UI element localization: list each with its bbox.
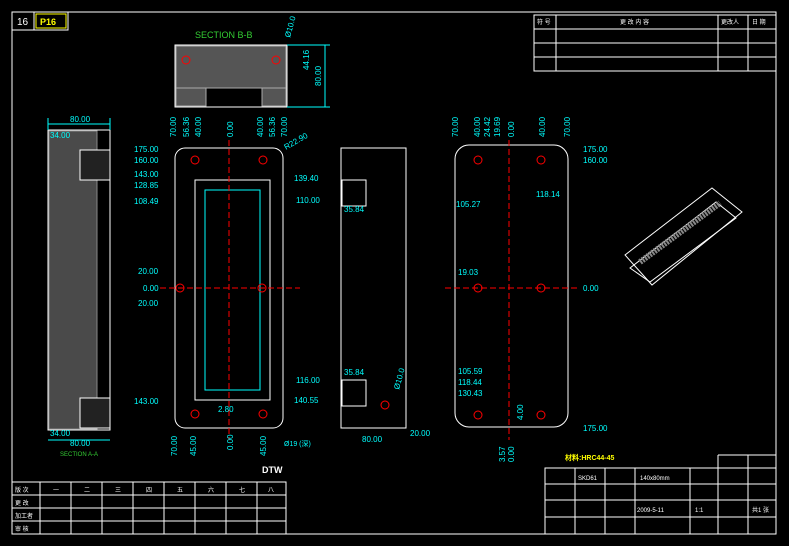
cavity-view: 70.00 40.00 24.42 19.69 0.00 40.00 70.00… bbox=[445, 116, 608, 462]
cavity-left-dim-0: 105.27 bbox=[456, 200, 481, 209]
front-right-dim-4: 140.55 bbox=[294, 396, 319, 405]
cavity-bottom-dim-2: 4.00 bbox=[516, 404, 525, 420]
section-bb-label: SECTION B-B bbox=[195, 30, 253, 40]
sheet-frame bbox=[11, 11, 777, 535]
front-left-dim-4: 108.49 bbox=[134, 197, 159, 206]
cavity-bottom-dim-0: 3.57 bbox=[498, 446, 507, 462]
front-left-dim-2: 143.00 bbox=[134, 170, 159, 179]
front-bottom-dim-2: 0.00 bbox=[226, 434, 235, 450]
col-6: 七 bbox=[239, 486, 245, 494]
section-aa-top-dim: 80.00 bbox=[70, 115, 91, 124]
front-bottom-dim-1: 45.00 bbox=[189, 435, 198, 456]
material-note: 材料:HRC44-45 bbox=[564, 453, 615, 462]
sheet-code: P16 bbox=[40, 17, 56, 27]
title-name: 140x80mm bbox=[640, 476, 670, 482]
cavity-right-dim-3: 0.00 bbox=[583, 284, 599, 293]
title-date: 2009-5-11 bbox=[637, 508, 665, 514]
cavity-left-dim-3: 118.44 bbox=[458, 378, 482, 387]
sheet-number: 16 bbox=[17, 17, 29, 28]
side-dim-1: 35.84 bbox=[344, 368, 365, 377]
rev-header-person: 更改人 bbox=[721, 18, 739, 26]
cavity-top-dim-5: 40.00 bbox=[538, 116, 547, 137]
cavity-bottom-dim-1: 0.00 bbox=[507, 446, 516, 462]
front-left-dim-3: 128.85 bbox=[134, 181, 159, 190]
front-top-dim-1: 56.36 bbox=[182, 116, 191, 137]
section-aa-bottom-dim: 80.00 bbox=[70, 439, 91, 448]
cavity-top-dim-1: 40.00 bbox=[473, 116, 482, 137]
front-top-dim-0: 70.00 bbox=[169, 116, 178, 137]
row-label-0: 版 次 bbox=[15, 486, 29, 494]
front-left-dim-0: 175.00 bbox=[134, 145, 159, 154]
col-7: 八 bbox=[268, 487, 274, 494]
section-bb-diameter: Ø10.0 bbox=[283, 15, 297, 39]
side-dim-0: 35.84 bbox=[344, 205, 365, 214]
rev-header-symbol: 符 号 bbox=[537, 18, 551, 26]
front-left-dim-6: 0.00 bbox=[143, 284, 159, 293]
section-bb-dim-2: 80.00 bbox=[314, 65, 323, 86]
front-top-dim-3: 0.00 bbox=[226, 121, 235, 137]
cavity-left-dim-2: 105.59 bbox=[458, 367, 483, 376]
title-block: 140x80mm SKD61 2009-5-11 1:1 共1 张 bbox=[544, 454, 777, 535]
section-aa-top-depth: 34.00 bbox=[50, 131, 71, 140]
front-right-dim-3: 116.00 bbox=[296, 376, 320, 385]
side-dim-3: 80.00 bbox=[362, 435, 383, 444]
section-aa-label: SECTION A-A bbox=[60, 452, 98, 458]
front-note: Ø19 (深) bbox=[284, 439, 311, 448]
section-aa: 80.00 34.00 34.00 80.00 SECTION A-A bbox=[47, 115, 111, 458]
row-label-2: 加工者 bbox=[15, 512, 33, 520]
front-view: 70.00 56.36 40.00 0.00 40.00 56.36 70.00… bbox=[134, 116, 320, 475]
col-4: 五 bbox=[177, 487, 183, 494]
col-2: 三 bbox=[115, 487, 121, 494]
front-right-dim-2: 110.00 bbox=[296, 196, 320, 205]
cavity-top-dim-3: 19.69 bbox=[493, 116, 502, 137]
cavity-right-dim-4: 175.00 bbox=[583, 424, 608, 433]
isometric-view bbox=[624, 187, 743, 286]
front-left-dim-7: 20.00 bbox=[138, 299, 159, 308]
col-1: 二 bbox=[84, 488, 90, 494]
row-label-3: 审 核 bbox=[15, 525, 29, 533]
col-0: 一 bbox=[53, 488, 59, 494]
sheet-number-box: 16 P16 bbox=[11, 11, 69, 31]
revision-table: 符 号 更 改 内 容 更改人 日 期 bbox=[533, 14, 777, 72]
cavity-top-dim-2: 24.42 bbox=[483, 116, 492, 137]
cavity-left-dim-1: 19.03 bbox=[458, 268, 479, 277]
cavity-right-dim-0: 175.00 bbox=[583, 145, 608, 154]
title-material: SKD61 bbox=[578, 476, 598, 482]
section-bb: SECTION B-B Ø10.0 44.16 80.00 bbox=[174, 15, 330, 108]
cavity-left-dim-4: 130.43 bbox=[458, 389, 483, 398]
front-bottom-dim-3: 45.00 bbox=[259, 435, 268, 456]
side-diameter: Ø10.0 bbox=[392, 367, 406, 391]
cavity-top-dim-0: 70.00 bbox=[451, 116, 460, 137]
row-label-1: 更 改 bbox=[15, 499, 29, 507]
col-3: 四 bbox=[146, 487, 152, 494]
col-5: 六 bbox=[208, 486, 214, 494]
front-left-dim-1: 160.00 bbox=[134, 156, 159, 165]
rev-header-content: 更 改 内 容 bbox=[620, 18, 649, 26]
rev-header-date: 日 期 bbox=[752, 18, 766, 26]
front-right-dim-1: 139.40 bbox=[294, 174, 319, 183]
side-dim-4: 20.00 bbox=[410, 429, 431, 438]
cavity-top-dim-6: 70.00 bbox=[563, 116, 572, 137]
front-bottom-dim-4: 2.80 bbox=[218, 405, 234, 414]
front-view-label: DTW bbox=[262, 465, 283, 475]
title-sheet: 共1 张 bbox=[752, 506, 769, 514]
cavity-right-dim-1: 160.00 bbox=[583, 156, 608, 165]
section-aa-bottom-depth: 34.00 bbox=[50, 429, 71, 438]
front-left-dim-5: 20.00 bbox=[138, 267, 159, 276]
front-top-dim-4: 40.00 bbox=[256, 116, 265, 137]
front-top-dim-6: 70.00 bbox=[280, 116, 289, 137]
title-scale: 1:1 bbox=[695, 508, 704, 514]
bottom-table: 版 次 更 改 加工者 审 核 一 二 三 四 五 六 七 八 bbox=[11, 481, 287, 535]
side-view: 35.84 35.84 Ø10.0 80.00 20.00 bbox=[340, 147, 431, 444]
cavity-top-dim-4: 0.00 bbox=[507, 121, 516, 137]
section-bb-dim-1: 44.16 bbox=[302, 49, 311, 70]
cavity-right-dim-2: 118.14 bbox=[536, 190, 560, 199]
front-bottom-dim-0: 70.00 bbox=[170, 435, 179, 456]
front-top-dim-2: 40.00 bbox=[194, 116, 203, 137]
front-top-dim-5: 56.36 bbox=[268, 116, 277, 137]
front-left-dim-8: 143.00 bbox=[134, 397, 159, 406]
